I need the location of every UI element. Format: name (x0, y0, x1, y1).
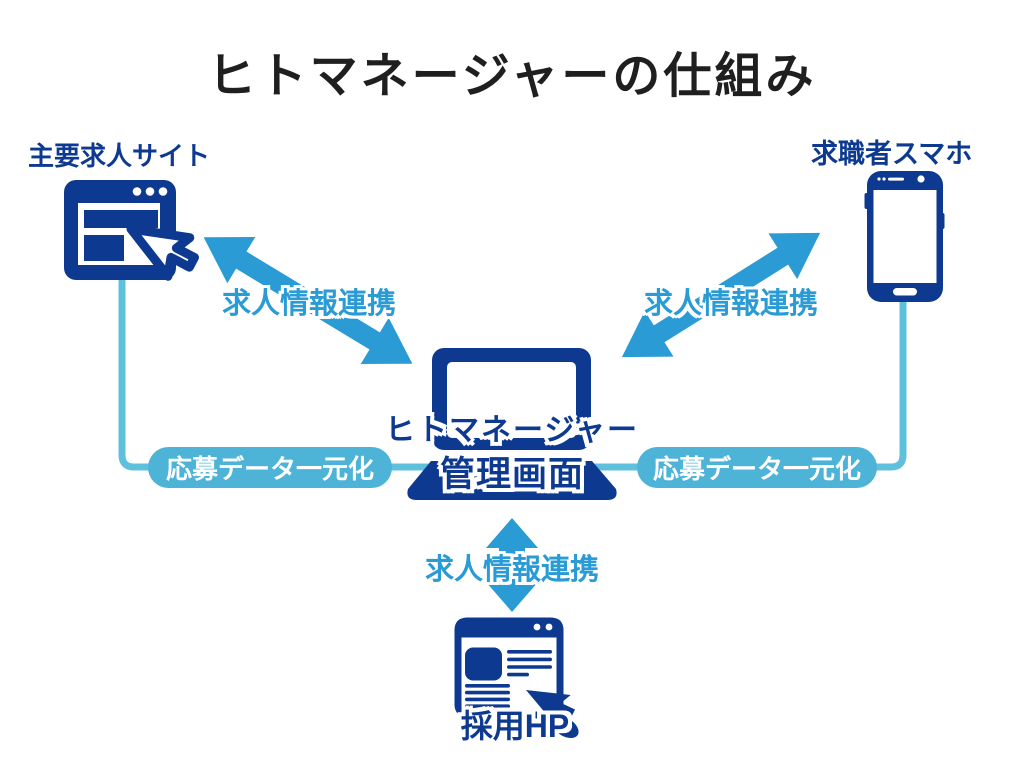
manager-label-line1: ヒトマネージャー (385, 414, 639, 447)
left-arrow-label: 求人情報連携 (221, 288, 397, 320)
laptop-base (407, 461, 617, 500)
right-connector-line (555, 296, 907, 471)
bottom-double-arrow (486, 518, 538, 612)
right-double-arrow (621, 232, 821, 358)
laptop-icon (407, 348, 617, 500)
seeker-phone-label: 求職者スマホ (811, 139, 973, 169)
right-badge: 応募データ一元化 (637, 447, 877, 488)
link-arrows (203, 232, 821, 612)
job-sites-label: 主要求人サイト (28, 141, 211, 171)
cursor-icon (526, 690, 576, 725)
cursor-tail (551, 715, 579, 739)
smartphone-icon (864, 171, 945, 302)
job-site-browser-icon (64, 180, 199, 281)
recruit-hp-browser-icon (454, 617, 579, 739)
connector-lines (118, 278, 907, 471)
manager-label-line2: 管理画面 (439, 455, 585, 494)
left-double-arrow (203, 236, 413, 365)
right-arrow-label: 求人情報連携 (643, 288, 819, 320)
diagram-title: ヒトマネージャーの仕組み (207, 50, 817, 103)
recruit-hp-label: 採用HP (460, 708, 570, 744)
bottom-arrow-label: 求人情報連携 (424, 554, 600, 586)
cursor-icon (126, 224, 199, 281)
left-connector-line (118, 278, 470, 471)
left-badge: 応募データ一元化 (148, 447, 392, 488)
